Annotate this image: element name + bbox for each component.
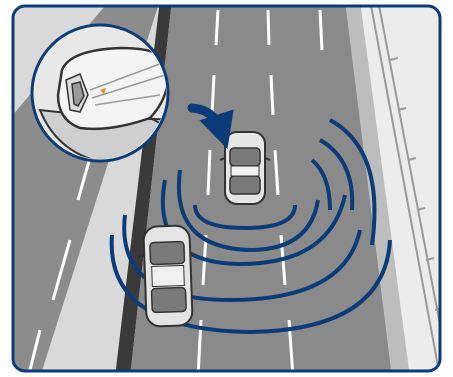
car-icon [137, 225, 198, 327]
car-icon [220, 132, 270, 204]
